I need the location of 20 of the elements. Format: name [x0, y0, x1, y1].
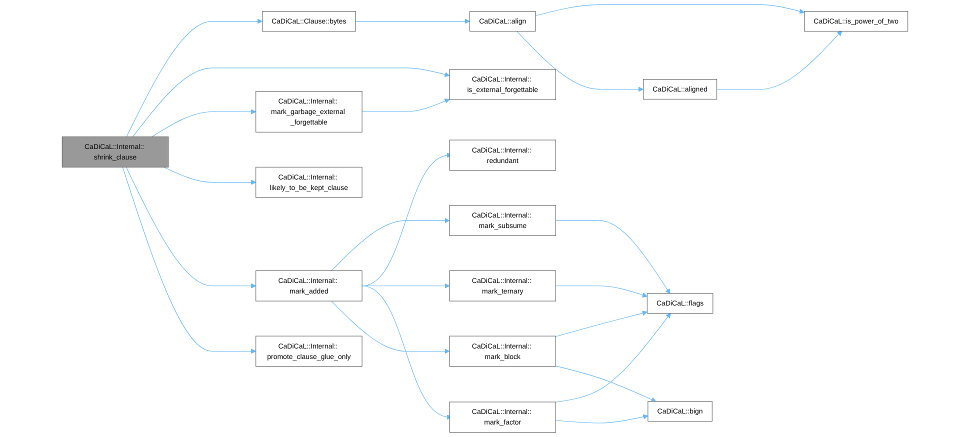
- arrow: [555, 366, 656, 402]
- arrow: [126, 18, 262, 138]
- arrow: [716, 30, 842, 90]
- arrow: [163, 166, 256, 185]
- arrow: [151, 109, 256, 138]
- arrow: [555, 286, 648, 298]
- arrow: [362, 98, 450, 112]
- arrow: [331, 218, 450, 272]
- arrow: [362, 283, 450, 288]
- arrow: [555, 414, 648, 424]
- arrow: [555, 220, 670, 294]
- arrow: [516, 30, 644, 92]
- arrow: [355, 18, 470, 24]
- arrow: [132, 68, 450, 138]
- arrow: [555, 312, 671, 402]
- arrow: [535, 4, 805, 16]
- arrow: [122, 166, 256, 354]
- arrow: [331, 300, 450, 354]
- arrow: [126, 166, 256, 288]
- arrow: [555, 310, 648, 337]
